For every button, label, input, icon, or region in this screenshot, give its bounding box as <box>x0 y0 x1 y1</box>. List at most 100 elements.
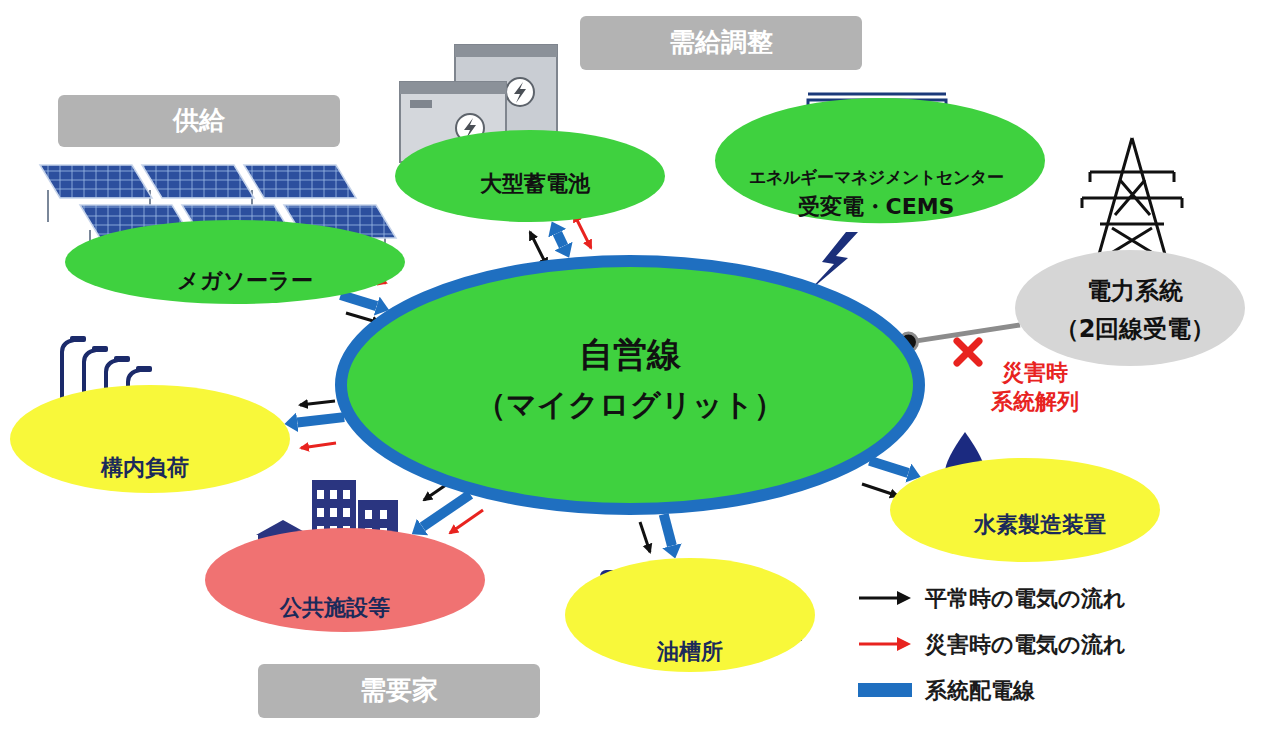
solar-panel-icon <box>89 230 91 250</box>
legend-sample <box>855 632 917 656</box>
demand-ellipse-shape <box>10 385 290 493</box>
demand-ellipse-outline <box>10 385 290 493</box>
public-building-icon <box>380 546 387 555</box>
solar-panel-icon <box>40 165 396 238</box>
flow-arrow <box>301 443 336 448</box>
demand-ellipse-outline <box>205 528 485 632</box>
public-building-icon <box>330 562 337 571</box>
connector-group <box>557 233 563 246</box>
demand-ellipse: 油槽所 <box>565 558 815 672</box>
demand-ellipse: 水素製造装置 <box>890 458 1160 562</box>
solar-panel-icon <box>40 165 396 250</box>
supply-ellipse-shape <box>65 220 405 304</box>
supply-ellipse: メガソーラー <box>65 220 405 304</box>
public-building-icon <box>317 544 324 553</box>
building-icon <box>846 108 853 142</box>
load-icon <box>136 366 152 372</box>
connector-group <box>423 494 471 527</box>
building-icon <box>916 108 923 142</box>
node-text: 公共施設等 <box>280 595 390 620</box>
demand-ellipse-outline <box>565 558 815 672</box>
public-building-icon <box>343 508 350 517</box>
connector-group <box>870 461 909 473</box>
load-icon <box>134 412 170 426</box>
disconnect-cross <box>957 341 979 363</box>
node-text: 水素製造装置 <box>974 512 1106 537</box>
demand-ellipse-shape <box>890 458 1160 562</box>
public-building-icon <box>365 510 372 519</box>
microgrid-ring: 自営線 （マイクログリット） <box>335 255 925 515</box>
solar-panel-icon <box>191 230 193 250</box>
node-text: エネルギーマネジメントセンター <box>749 168 1004 188</box>
flow-arrow <box>346 313 380 323</box>
building-icon <box>808 100 946 150</box>
supply-ellipse-outline <box>65 220 405 304</box>
public-building-icon <box>264 569 271 576</box>
public-building-icon <box>256 520 310 535</box>
public-building-icon <box>278 569 285 576</box>
grid-ellipse-shape <box>1015 250 1245 366</box>
storage-ellipse: 大型蓄電池 <box>395 130 665 222</box>
public-building-icon <box>317 508 324 517</box>
demand-ellipse-shape <box>205 528 485 632</box>
public-building-icon <box>312 480 356 585</box>
node-text: 構内負荷 <box>101 455 189 480</box>
group-label-shape <box>580 16 862 70</box>
feeder-line <box>423 494 471 527</box>
load-icon <box>62 340 74 438</box>
public-building-icon <box>317 562 324 571</box>
solar-panel-icon <box>182 205 294 238</box>
connector-group <box>297 417 344 422</box>
legend-text: 系統配電線 <box>925 676 1035 706</box>
public-building-icon <box>264 543 271 550</box>
building-icon <box>874 108 881 142</box>
flow-arrow <box>640 522 650 552</box>
tower-icon <box>1082 138 1182 258</box>
load-icon <box>84 350 96 438</box>
solar-panel-icon <box>284 205 396 238</box>
node-text: 供給 <box>173 106 225 136</box>
solar-panel-icon <box>40 165 152 198</box>
group-label: 需要家 <box>258 664 540 718</box>
public-building-icon <box>365 546 372 555</box>
flow-arrow <box>424 478 456 500</box>
load-icon <box>172 402 262 438</box>
solar-panel-icon <box>47 190 49 222</box>
public-building-icon <box>330 544 337 553</box>
disconnect-cross <box>957 341 979 363</box>
legend-arrow-line <box>859 597 899 600</box>
storage-ellipse-shape <box>395 130 665 222</box>
public-building-icon <box>278 556 285 563</box>
node-text: 自営線 <box>579 335 681 374</box>
label-box <box>580 16 862 70</box>
oil-depot-icon <box>716 590 800 640</box>
legend-text: 災害時の電気の流れ <box>925 630 1126 660</box>
legend-sample <box>855 586 917 610</box>
public-building-icon <box>343 544 350 553</box>
battery-icon <box>455 45 557 57</box>
control-ellipse: エネルギーマネジメントセンター受変電・CEMS <box>715 98 1045 223</box>
node-text: （2回線受電） <box>1055 316 1216 344</box>
public-building-icon <box>380 528 387 537</box>
control-ellipse-shape <box>715 98 1045 223</box>
grid-ellipse: 電力系統（2回線受電） <box>1015 250 1245 366</box>
node-text: （マイクログリット） <box>476 388 784 423</box>
legend-arrow-line <box>859 643 899 646</box>
grid-tie-line <box>908 325 1020 342</box>
lightning-bolt <box>808 232 858 292</box>
demand-ellipse: 公共施設等 <box>205 528 485 632</box>
flow-arrow <box>350 272 386 283</box>
load-icon <box>92 346 108 352</box>
public-building-icon <box>330 490 337 499</box>
demand-ellipse-shape <box>565 558 815 672</box>
battery-icon <box>506 78 534 106</box>
load-icon <box>70 336 86 342</box>
oil-depot-icon <box>600 570 802 641</box>
label-box <box>258 664 540 718</box>
public-building-icon <box>256 480 398 585</box>
building-icon <box>860 108 867 142</box>
tower-icon <box>1108 180 1156 255</box>
node-text: 大型蓄電池 <box>480 171 590 196</box>
